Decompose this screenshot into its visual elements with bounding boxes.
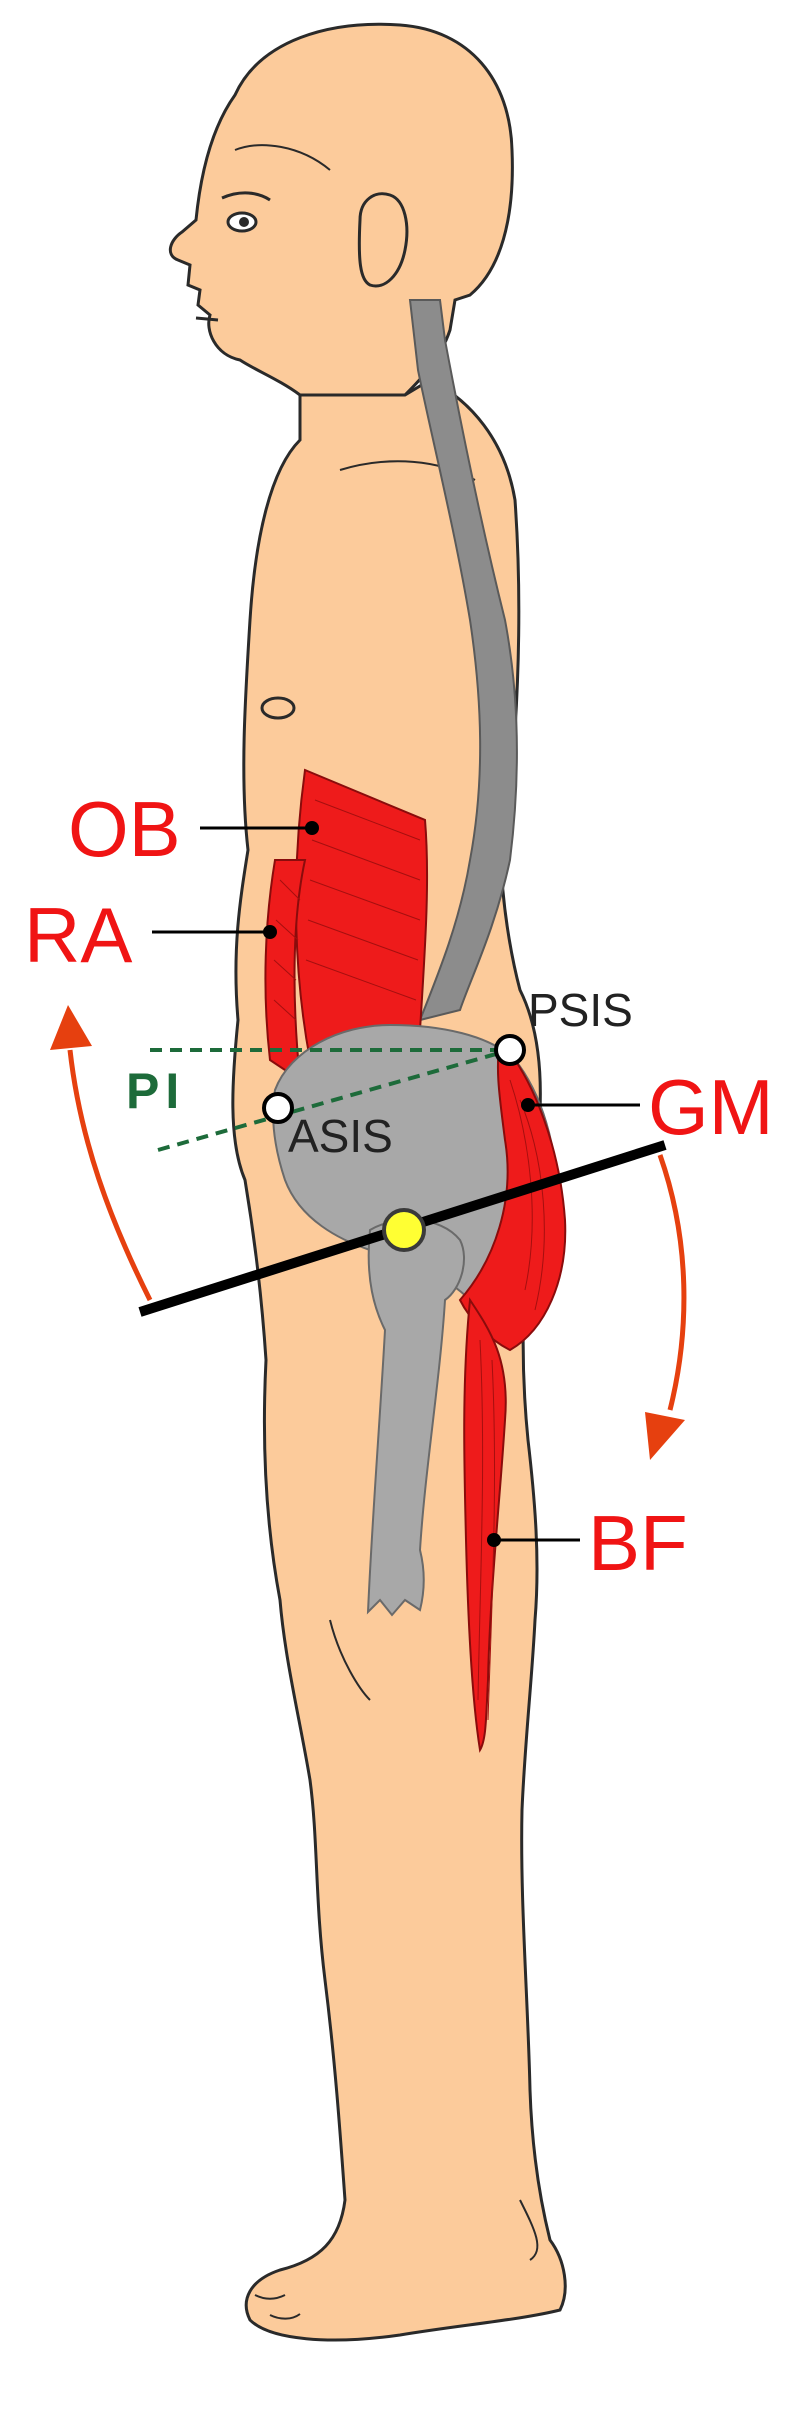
label-bf: BF	[588, 1499, 688, 1587]
leader-dots	[263, 821, 535, 1547]
psis-point	[494, 1034, 526, 1066]
mouth	[195, 316, 219, 322]
bf-leader-dot	[487, 1533, 501, 1547]
femur-bone	[366, 1218, 465, 1617]
pi-lines	[150, 1048, 511, 1152]
ankle-line	[519, 2199, 539, 2261]
label-ob: OB	[68, 785, 181, 873]
landmarks	[262, 1034, 526, 1252]
pelvis-and-femur	[272, 1023, 557, 1617]
eyebrow	[221, 191, 271, 202]
toes	[254, 2294, 301, 2320]
muscle-fiber-lines	[273, 799, 421, 1021]
ear	[357, 192, 409, 288]
abdominal-muscles	[264, 768, 429, 1083]
label-asis: ASIS	[288, 1110, 393, 1162]
posterior-rotation-arrow-shaft	[657, 1154, 687, 1411]
asis-point	[262, 1092, 294, 1124]
anterior-rotation-arrow-shaft	[67, 1049, 153, 1302]
pi-oblique-dashed-line	[157, 1048, 511, 1152]
hair-line	[234, 144, 331, 171]
gm-leader-dot	[521, 1098, 535, 1112]
ob-leader-dot	[305, 821, 319, 835]
posterior-rotation-arrowhead	[645, 1412, 685, 1460]
hip-joint-point	[382, 1208, 426, 1252]
ra-leader-dot	[263, 925, 277, 939]
label-gm: GM	[648, 1063, 774, 1151]
leader-lines	[152, 826, 640, 1542]
label-pi: PI	[126, 1063, 185, 1119]
head	[168, 22, 514, 397]
posterior-fiber-lines	[477, 1079, 545, 1721]
anterior-rotation-arrowhead	[50, 1005, 92, 1050]
spine	[408, 299, 518, 1022]
eye-pupil	[239, 217, 249, 227]
knee-line	[329, 1619, 371, 1701]
biceps-femoris-muscle	[463, 1297, 507, 1753]
nipple	[260, 696, 296, 720]
label-ra: RA	[24, 891, 132, 979]
label-psis: PSIS	[528, 984, 633, 1036]
